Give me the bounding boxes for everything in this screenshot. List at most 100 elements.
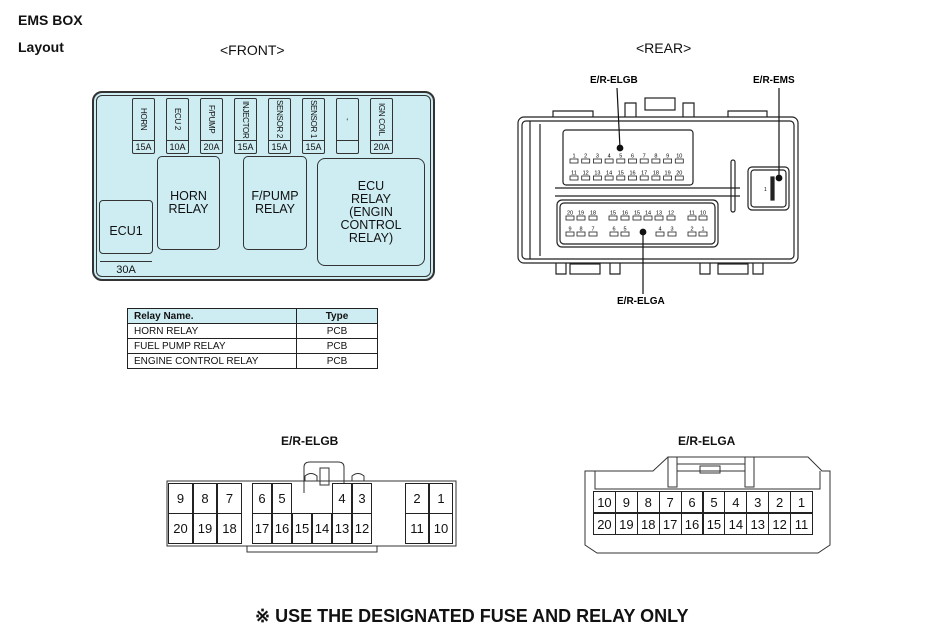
rear-pin-label: 6 xyxy=(612,227,615,233)
elga-pin: 7 xyxy=(658,491,682,513)
fuse-name: SENSOR 1 xyxy=(309,100,318,139)
rear-pin xyxy=(654,215,664,221)
elga-pin: 11 xyxy=(790,513,813,535)
elga-pin: 10 xyxy=(593,491,616,513)
rear-pin xyxy=(667,231,677,237)
connector-outlines xyxy=(166,456,831,554)
rear-pin xyxy=(698,231,708,237)
ems-pin-label: 1 xyxy=(764,187,767,193)
fuse-name: INJECTOR xyxy=(241,100,250,139)
front-label: <FRONT> xyxy=(220,42,285,58)
fuse-amp: 15A xyxy=(303,140,324,154)
fuse-amp: 20A xyxy=(371,140,392,154)
fuse-amp: 15A xyxy=(133,140,154,154)
relay-type: PCB xyxy=(296,338,378,354)
rear-pin xyxy=(655,231,665,237)
rear-pin-label: 14 xyxy=(645,211,651,217)
rear-pin xyxy=(628,158,637,164)
elgb-pin: 15 xyxy=(292,513,312,544)
fuse-name-box: ECU 2 xyxy=(167,99,188,140)
elga-pin: 2 xyxy=(768,491,792,513)
fuse-name: - xyxy=(343,118,352,121)
fuse: HORN 15A xyxy=(132,98,155,154)
rear-pin xyxy=(632,215,642,221)
fuse-name: IGN COIL xyxy=(377,103,386,136)
rear-pin xyxy=(576,231,586,237)
rear-pin xyxy=(569,158,579,164)
elga-pin: 20 xyxy=(593,513,616,535)
elgb-pin: 12 xyxy=(352,513,372,544)
elgb-pin: 2 xyxy=(405,483,429,514)
elga-pin: 18 xyxy=(636,513,660,535)
horn-relay: HORN RELAY xyxy=(157,156,220,250)
elgb-pin: 3 xyxy=(352,483,372,514)
fuse-amp: 10A xyxy=(167,140,188,154)
rear-pin-label: 7 xyxy=(591,227,594,233)
rear-pin xyxy=(581,175,591,181)
fuse-amp: 15A xyxy=(235,140,256,154)
rear-pin-label: 19 xyxy=(578,211,584,217)
rear-pin xyxy=(620,231,630,237)
rear-pin xyxy=(593,175,602,181)
elga-pin: 12 xyxy=(768,513,792,535)
rear-pin xyxy=(687,231,697,237)
rear-pin xyxy=(565,231,575,237)
rear-pin xyxy=(576,215,586,221)
rear-pin xyxy=(565,215,575,221)
fuse-amp: 20A xyxy=(201,140,222,154)
fpump-relay: F/PUMP RELAY xyxy=(243,156,307,250)
rear-pin-label: 13 xyxy=(594,171,600,177)
fuse-ecu1: ECU1 30A xyxy=(99,200,153,276)
elgb-pin: 16 xyxy=(272,513,292,544)
rear-pin xyxy=(651,158,661,164)
elga-pin: 14 xyxy=(724,513,748,535)
elgb-pin: 17 xyxy=(252,513,272,544)
elgb-pin: 8 xyxy=(193,483,217,514)
rear-pin xyxy=(628,175,637,181)
fuse-name-box: SENSOR 2 xyxy=(269,99,290,140)
fuse-name-box: SENSOR 1 xyxy=(303,99,324,140)
elga-pin: 16 xyxy=(680,513,704,535)
rear-pin xyxy=(698,215,708,221)
fuse: ECU 2 10A xyxy=(166,98,189,154)
rear-pin xyxy=(639,175,649,181)
fuse-name: HORN xyxy=(139,108,148,131)
rear-pin-label: 17 xyxy=(641,171,647,177)
elgb-pin: 18 xyxy=(217,513,242,544)
rear-pin xyxy=(687,215,697,221)
fuse-name: ECU 2 xyxy=(173,108,182,131)
rear-pin-label: 9 xyxy=(666,154,669,160)
rear-pin-label: 18 xyxy=(653,171,659,177)
elga-pin: 8 xyxy=(636,491,660,513)
rear-pin-label: 6 xyxy=(631,154,634,160)
rear-pin-label: 16 xyxy=(629,171,635,177)
elgb-pin: 10 xyxy=(429,513,453,544)
elga-pin: 13 xyxy=(746,513,770,535)
rear-pin xyxy=(651,175,661,181)
elga-pin: 5 xyxy=(702,491,726,513)
rear-pin xyxy=(609,231,619,237)
elgb-pin: 20 xyxy=(168,513,193,544)
rear-pin-label: 12 xyxy=(583,171,589,177)
fuse-amp: 15A xyxy=(269,140,290,154)
rear-pin xyxy=(663,158,672,164)
fuse-name-box: - xyxy=(337,99,358,140)
rear-pin xyxy=(569,175,579,181)
fuse: - xyxy=(336,98,359,154)
rear-pin xyxy=(581,158,591,164)
fuse-name-box: IGN COIL xyxy=(371,99,392,140)
rear-pin xyxy=(616,175,626,181)
rear-pin-label: 10 xyxy=(676,154,682,160)
fuse-amp xyxy=(337,140,358,154)
elgb-pin: 13 xyxy=(332,513,352,544)
rear-pin-label: 18 xyxy=(590,211,596,217)
fuse-name-box: HORN xyxy=(133,99,154,140)
page-title: EMS BOX xyxy=(18,12,83,28)
elgb-pin: 5 xyxy=(272,483,292,514)
fuse: IGN COIL 20A xyxy=(370,98,393,154)
rear-pin-label: 2 xyxy=(584,154,587,160)
